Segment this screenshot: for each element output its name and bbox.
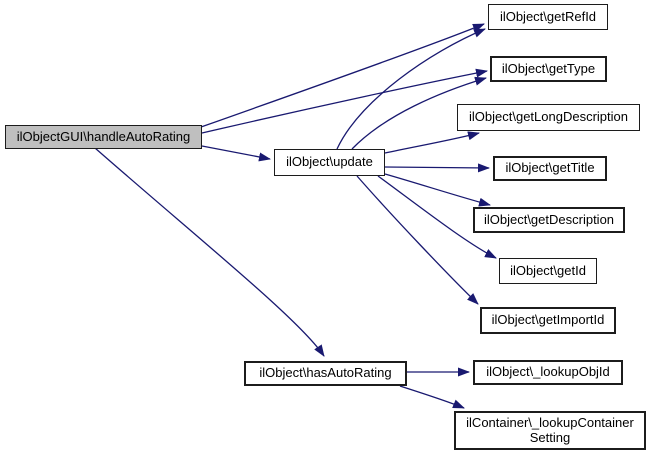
node-ilcontainer-lookupcontainersetting[interactable]: ilContainer\_lookupContainer Setting [454,411,646,450]
edge-hasautorating-lookupcontainersetting [399,385,465,409]
node-ilobject-getdescription[interactable]: ilObject\getDescription [473,207,625,233]
edge-handleautorating-update [201,145,271,162]
node-label-line-1: ilContainer\_lookupContainer [466,414,634,430]
edge-handleautorating-getrefid [200,23,485,128]
edge-update-getrefid [336,28,486,150]
node-ilobjectgui-handleautorating: ilObjectGUI\handleAutoRating [5,125,202,149]
node-ilobject-hasautorating[interactable]: ilObject\hasAutoRating [244,361,407,386]
edge-update-getdescription [384,173,491,207]
node-ilobject-gettitle[interactable]: ilObject\getTitle [493,156,607,181]
edge-update-getid [377,175,497,259]
node-ilobject-getrefid[interactable]: ilObject\getRefId [488,4,608,30]
node-ilobject-getid[interactable]: ilObject\getId [499,258,597,284]
edge-update-getlongdescription [384,131,480,154]
edge-update-getimportid [356,175,479,305]
node-ilobject-getimportid[interactable]: ilObject\getImportId [480,307,616,334]
node-ilobject-lookupobjid[interactable]: ilObject\_lookupObjId [473,360,623,385]
edge-update-gettype [351,76,487,150]
node-label-line-2: Setting [529,429,571,445]
node-ilobject-getlongdescription[interactable]: ilObject\getLongDescription [457,104,640,131]
node-ilobject-update[interactable]: ilObject\update [274,149,385,176]
edge-handleautorating-hasautorating [94,147,325,357]
node-ilobject-gettype[interactable]: ilObject\getType [490,56,607,82]
edge-handleautorating-gettype [201,68,488,134]
edge-update-gettitle [384,163,490,173]
